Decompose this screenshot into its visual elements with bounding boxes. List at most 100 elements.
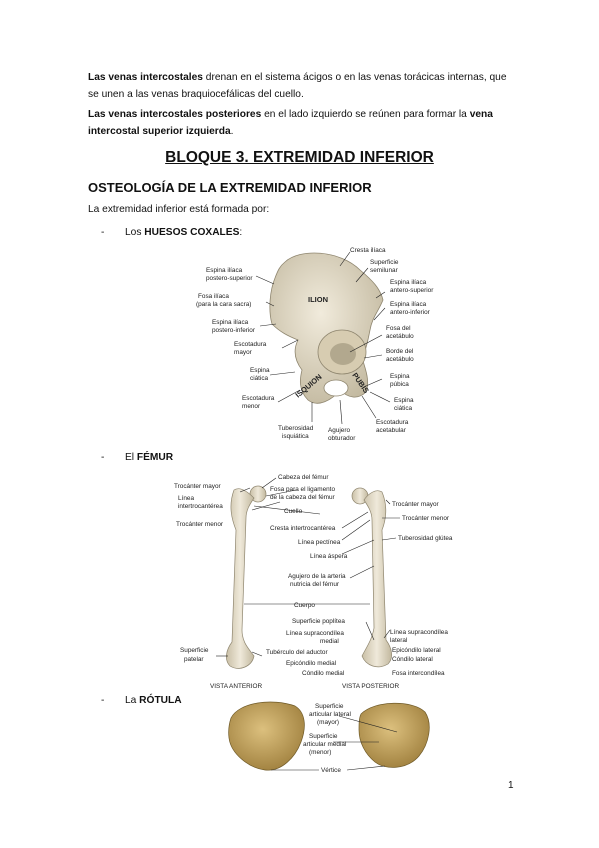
label-linea-supracondilea-medial: Línea supracondílea: [286, 630, 344, 637]
label-cuerpo: Cuerpo: [294, 602, 315, 609]
label-agujero-arteria-2: nutricia del fémur: [290, 581, 340, 588]
bullet-term: RÓTULA: [139, 695, 182, 706]
label-superficie-semilunar-2: semilunar: [370, 267, 399, 274]
label-superficie-semilunar: Superficie: [370, 259, 399, 266]
bold-term: Las venas intercostales posteriores: [88, 109, 262, 120]
label-cresta-iliaca: Cresta ilíaca: [350, 247, 386, 254]
bullet-term: FÉMUR: [136, 452, 174, 463]
femur-leader-lines: [216, 477, 400, 657]
label-tuberculo-aductor: Tubérculo del aductor: [266, 649, 328, 656]
label-ilion: ILION: [308, 295, 328, 304]
label-linea-aspera: Línea áspera: [310, 553, 348, 560]
bullet-huesos-coxales: - Los HUESOS COXALES:: [101, 227, 242, 238]
label-vista-anterior: VISTA ANTERIOR: [210, 683, 262, 690]
label-fosa-ligamento: Fosa para el ligamento: [270, 486, 335, 493]
label-espina-antero-inferior-2: antero-inferior: [390, 309, 431, 316]
patella-anterior-shape: [228, 701, 305, 771]
label-trocanter-mayor-left: Trocánter mayor: [174, 483, 222, 490]
label-fosa-intercondilea: Fosa intercondílea: [392, 670, 445, 677]
label-linea-supracondilea-lateral-2: lateral: [390, 637, 407, 644]
patella-posterior-shape: [358, 702, 430, 768]
label-espina-pubica: Espina: [390, 373, 410, 380]
label-escotadura-menor-2: menor: [242, 403, 261, 410]
label-cabeza-femur: Cabeza del fémur: [278, 474, 329, 481]
bullet-suffix: :: [239, 227, 243, 238]
paragraph-text: .: [230, 125, 234, 137]
label-borde-acetabulo: Borde del: [386, 348, 413, 355]
bullet-rotula: - La RÓTULA: [101, 695, 182, 706]
label-vista-posterior: VISTA POSTERIOR: [342, 683, 399, 690]
label-condilo-medial: Cóndilo medial: [302, 670, 344, 677]
bold-term: Las venas intercostales: [88, 72, 203, 83]
label-trocanter-mayor-right: Trocánter mayor: [392, 501, 440, 508]
label-epicondilo-lateral: Epicóndilo lateral: [392, 647, 441, 654]
label-fosa-ligamento-2: de la cabeza del fémur: [270, 494, 336, 501]
bullet-dash: -: [101, 695, 105, 706]
bullet-femur: - El FÉMUR: [101, 452, 173, 463]
label-espina-postero-inferior: Espina ilíaca: [212, 319, 249, 326]
label-tuberosidad-isquiatica: Tuberosidad: [278, 425, 314, 432]
label-espina-ciatica-left: Espina: [250, 367, 270, 374]
bullet-term: HUESOS COXALES: [144, 227, 240, 238]
label-linea-intertrocanterea: Línea: [178, 495, 194, 502]
bullet-prefix: La: [125, 695, 140, 706]
label-fosa-acetabulo-2: acetábulo: [386, 333, 414, 340]
label-linea-supracondilea-lateral: Línea supracondílea: [390, 629, 448, 636]
label-borde-acetabulo-2: acetábulo: [386, 356, 414, 363]
paragraph-intercostal-veins: Las venas intercostales drenan en el sis…: [88, 70, 518, 103]
coxal-bone-shape: [269, 252, 384, 404]
bullet-prefix: Los: [125, 227, 145, 238]
label-linea-pectinea: Línea pectínea: [298, 539, 341, 546]
label-tuberosidad-isquiatica-2: isquiática: [282, 433, 309, 440]
label-espina-postero-superior: Espina ilíaca: [206, 267, 243, 274]
bullet-prefix: El: [125, 452, 137, 463]
label-linea-intertrocanterea-2: intertrocantérea: [178, 503, 223, 510]
coxal-leader-lines: [255, 251, 391, 425]
label-espina-pubica-2: púbica: [390, 381, 409, 388]
label-espina-ciatica-left-2: ciática: [250, 375, 269, 382]
femur-posterior: [351, 487, 392, 668]
label-epicondilo-medial: Epicóndilo medial: [286, 660, 336, 667]
label-espina-antero-inferior: Espina ilíaca: [390, 301, 427, 308]
label-fosa-iliaca-2: (para la cara sacra): [196, 301, 251, 308]
label-superficie-poplitea: Superficie poplítea: [292, 618, 345, 625]
label-superficie-articular-medial-2: articular medial: [303, 741, 346, 748]
label-vertice: Vértice: [321, 767, 341, 774]
label-espina-ciatica-right: Espina: [394, 397, 414, 404]
label-escotadura-mayor-2: mayor: [234, 349, 253, 356]
label-espina-postero-inferior-2: postero-inferior: [212, 327, 256, 334]
bullet-dash: -: [101, 227, 105, 238]
patella-figure: Superficie articular lateral (mayor) Sup…: [228, 701, 430, 774]
label-fosa-acetabulo: Fosa del: [386, 325, 411, 332]
label-superficie-articular-medial: Superficie: [309, 733, 338, 740]
bold-term: vena intercostal superior izquierda: [88, 109, 493, 137]
bullet-dash: -: [101, 452, 105, 463]
section-subheading: OSTEOLOGÍA DE LA EXTREMIDAD INFERIOR: [88, 180, 372, 195]
obturator-foramen-shape: [323, 379, 349, 397]
label-cuello: Cuello: [284, 508, 303, 515]
label-espina-antero-superior-2: antero-superior: [390, 287, 434, 294]
label-espina-antero-superior: Espina ilíaca: [390, 279, 427, 286]
label-trocanter-menor-left: Trocánter menor: [176, 521, 224, 528]
label-escotadura-acetabular: Escotadura: [376, 419, 409, 426]
label-linea-supracondilea-medial-2: medial: [320, 638, 339, 645]
acetabular-fossa-shape: [330, 343, 356, 365]
paragraph-posterior-veins: Las venas intercostales posteriores en e…: [88, 107, 518, 140]
lead-text: La extremidad inferior está formada por:: [88, 204, 270, 215]
label-trocanter-menor-right: Trocánter menor: [402, 515, 450, 522]
label-agujero-arteria: Agujero de la arteria: [288, 573, 346, 580]
label-agujero-obturador-2: obturador: [328, 435, 356, 442]
label-espina-postero-superior-2: postero-superior: [206, 275, 253, 282]
label-escotadura-acetabular-2: acetabular: [376, 427, 407, 434]
label-condilo-lateral: Cóndilo lateral: [392, 656, 433, 663]
patella-leader-lines: [271, 715, 398, 771]
femur-figure: Trocánter mayor Línea intertrocantérea T…: [174, 474, 453, 690]
page-number: 1: [508, 780, 514, 791]
label-superficie-patelar: Superficie: [180, 647, 209, 654]
label-fosa-iliaca: Fosa ilíaca: [198, 293, 229, 300]
paragraph-text: en el lado izquierdo se reúnen para form…: [261, 109, 470, 120]
coxal-bone-figure: ILION ISQUION PUBIS Cresta ilíaca Superf…: [196, 247, 434, 442]
label-superficie-articular-lateral-2: articular lateral: [309, 711, 351, 718]
label-espina-ciatica-right-2: ciática: [394, 405, 413, 412]
paragraph-text: drenan en el sistema ácigos o en las ven…: [88, 72, 507, 100]
